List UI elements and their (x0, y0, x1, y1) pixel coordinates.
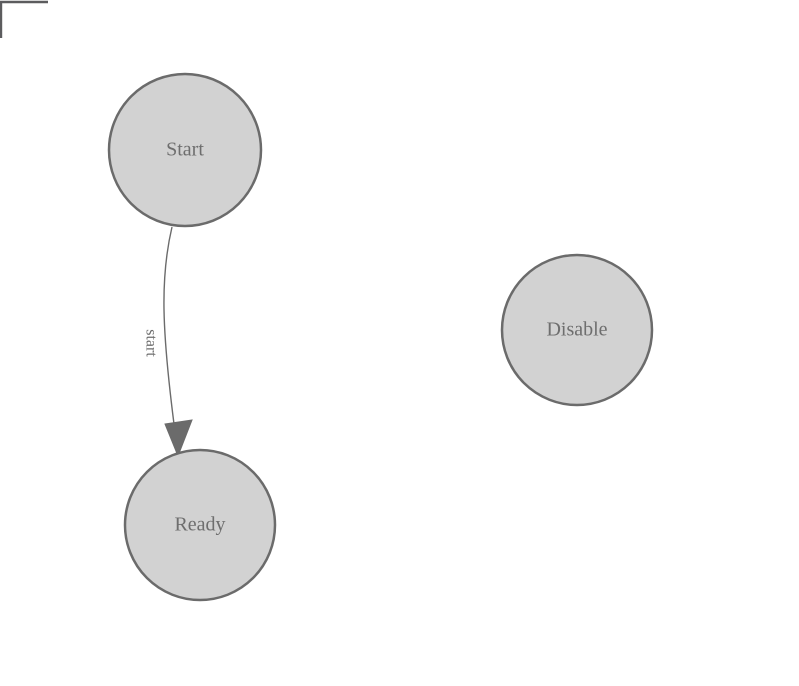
node-start-label: Start (166, 139, 204, 161)
node-disable[interactable]: Disable (500, 253, 654, 407)
node-disable-circle (500, 253, 654, 407)
node-ready-circle (123, 448, 277, 602)
arrowhead-icon (164, 419, 193, 458)
node-disable-label: Disable (546, 319, 607, 341)
node-start-circle (107, 72, 263, 228)
canvas-corner-mark (0, 0, 48, 38)
edge-line (163, 226, 175, 425)
node-start[interactable]: Start (107, 72, 263, 228)
node-ready[interactable]: Ready (123, 448, 277, 602)
edge-start-to-ready[interactable]: start (142, 226, 193, 458)
node-ready-label: Ready (174, 514, 225, 536)
edge-label-start: start (142, 329, 159, 357)
